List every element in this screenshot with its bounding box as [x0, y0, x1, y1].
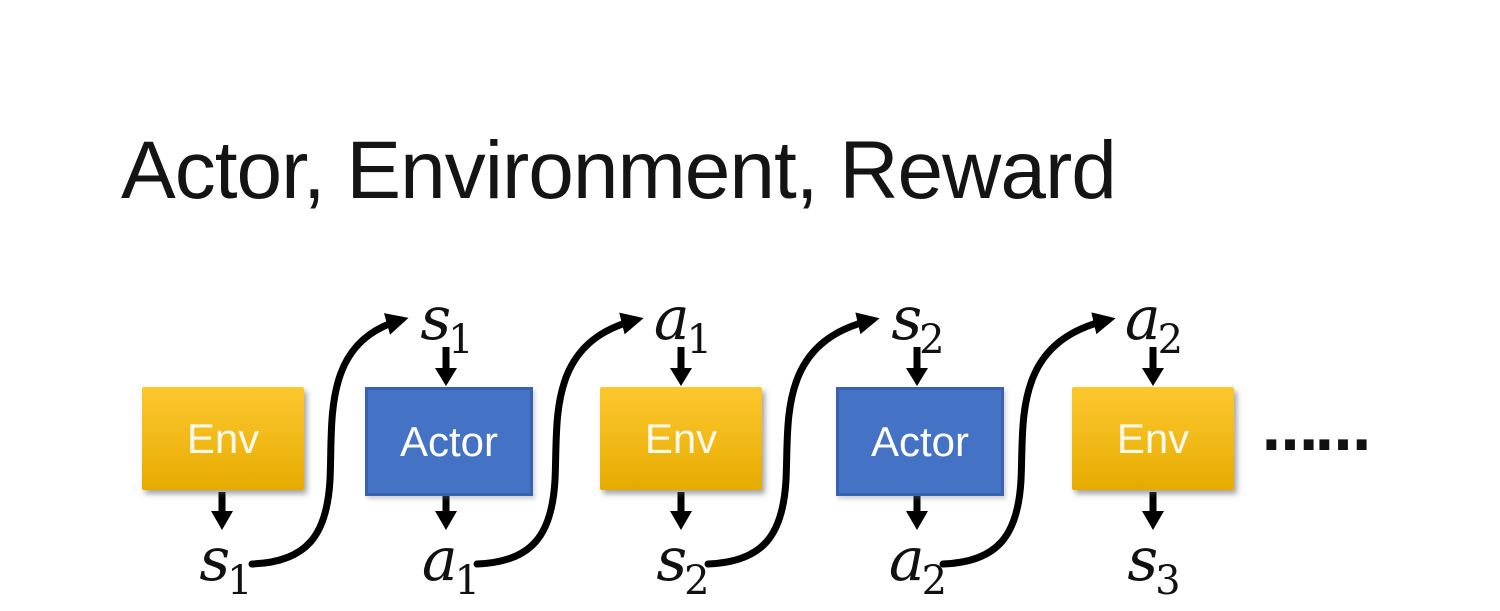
label-s2-top: s2 — [891, 289, 944, 370]
label-a2-bottom-base: a — [888, 525, 925, 595]
label-a2-top-base: a — [1124, 284, 1161, 354]
label-a2-bottom: a2 — [889, 530, 947, 611]
label-s2-bottom-sub: 2 — [684, 558, 710, 604]
actor-box-1-label: Actor — [399, 417, 499, 465]
slide-title: Actor, Environment, Reward — [121, 125, 1117, 216]
label-s2-bottom: s2 — [656, 530, 709, 611]
label-s2-top-sub: 2 — [919, 317, 945, 363]
actor-box-2-label: Actor — [870, 417, 970, 465]
continuation-ellipsis: …… — [1262, 399, 1371, 464]
label-a1-bottom-base: a — [421, 525, 458, 595]
label-s3-bottom: s3 — [1127, 530, 1180, 611]
label-a1-bottom-sub: 1 — [454, 558, 481, 604]
env-box-2: Env — [600, 387, 762, 490]
label-a1-top-base: a — [653, 284, 690, 354]
label-s3-bottom-sub: 3 — [1155, 558, 1181, 604]
label-s1-top-base: s — [420, 284, 452, 354]
env-box-3-label: Env — [1116, 414, 1190, 462]
actor-box-1: Actor — [365, 387, 533, 496]
label-s1-bottom: s1 — [199, 530, 252, 611]
label-s2-top-base: s — [891, 284, 923, 354]
label-a1-top-sub: 1 — [686, 317, 713, 363]
env-box-1: Env — [142, 387, 304, 490]
env-box-3: Env — [1072, 387, 1234, 490]
label-s2-bottom-base: s — [656, 525, 688, 595]
env-box-1-label: Env — [186, 414, 260, 462]
label-a2-top-sub: 2 — [1157, 317, 1184, 363]
actor-box-2: Actor — [836, 387, 1004, 496]
label-s3-bottom-base: s — [1127, 525, 1159, 595]
env-box-2-label: Env — [644, 414, 718, 462]
label-a1-bottom: a1 — [422, 530, 480, 611]
label-a1-top: a1 — [654, 289, 712, 370]
label-a2-bottom-sub: 2 — [921, 558, 948, 604]
label-s1-bottom-sub: 1 — [227, 558, 253, 604]
label-s1-top: s1 — [420, 289, 473, 370]
label-a2-top: a2 — [1125, 289, 1183, 370]
label-s1-top-sub: 1 — [448, 317, 474, 363]
label-s1-bottom-base: s — [199, 525, 231, 595]
